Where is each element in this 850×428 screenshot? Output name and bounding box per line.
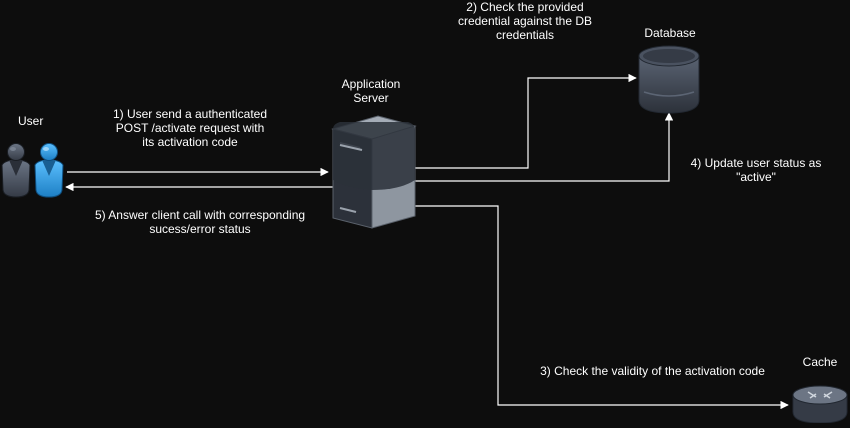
step2-line2: credential against the DB [457, 14, 593, 28]
server-label-line2: Server [353, 91, 389, 105]
edge-server-update-database [415, 112, 674, 182]
step5-label: 5) Answer client call with corresponding… [85, 208, 315, 236]
user-dark-figure [1, 143, 31, 198]
edge-server-to-cache [415, 205, 789, 410]
step4-line1: 4) Update user status as [690, 156, 822, 170]
step2-label: 2) Check the provided credential against… [445, 0, 605, 42]
step1-line3: its activation code [142, 135, 238, 149]
edge-server-to-database [415, 73, 637, 169]
step3-label: 3) Check the validity of the activation … [530, 364, 775, 378]
database-label: Database [644, 26, 696, 40]
step1-line1: 1) User send a authenticated [112, 107, 268, 121]
server-label: Application Server [330, 77, 412, 105]
step5-line1: 5) Answer client call with corresponding [94, 208, 306, 222]
server-icon [331, 115, 417, 229]
cache-label: Cache [802, 355, 838, 369]
cache-icon [792, 385, 848, 424]
step4-label: 4) Update user status as "active" [682, 156, 830, 184]
step3-line1: 3) Check the validity of the activation … [540, 364, 765, 378]
database-icon [638, 45, 700, 114]
step4-line2: "active" [736, 170, 776, 184]
step2-line1: 2) Check the provided [466, 0, 584, 14]
step1-line2: POST /activate request with [115, 121, 265, 135]
step5-line2: sucess/error status [149, 222, 251, 236]
step2-line3: credentials [495, 28, 555, 42]
server-label-line1: Application [341, 77, 401, 91]
step1-label: 1) User send a authenticated POST /activ… [100, 107, 280, 149]
user-icon [1, 143, 64, 198]
user-blue-figure [34, 143, 64, 198]
user-label: User [18, 114, 44, 128]
